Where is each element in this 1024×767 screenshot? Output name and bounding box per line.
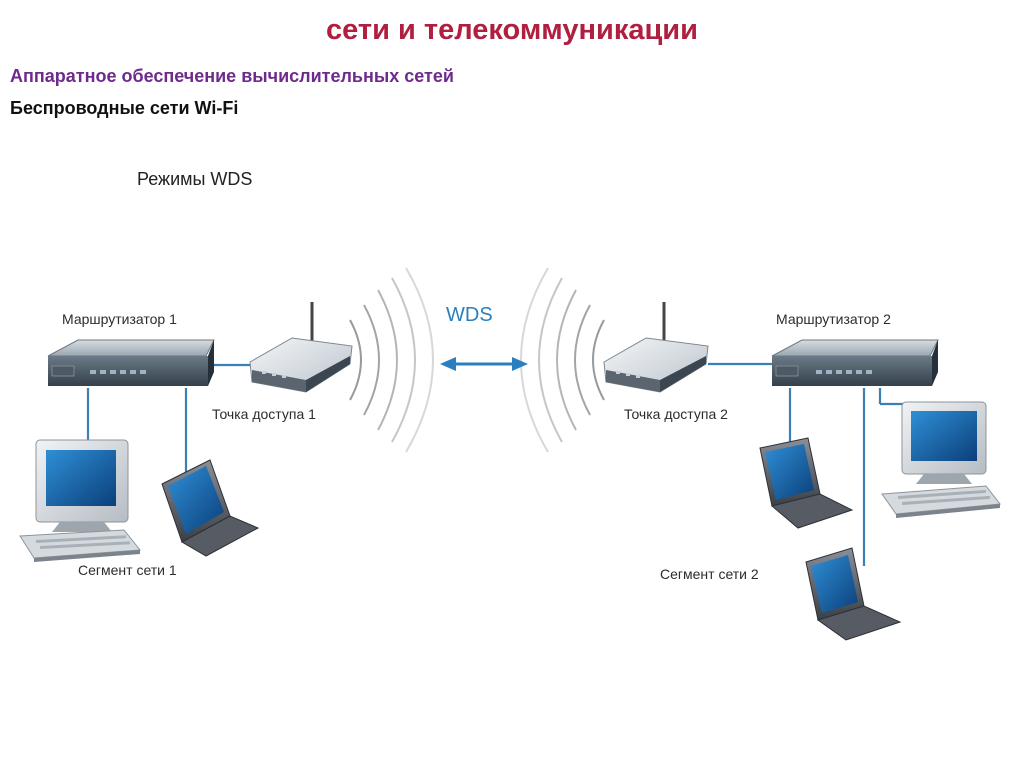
router-2-label: Маршрутизатор 2 xyxy=(776,311,891,327)
router-2 xyxy=(771,339,939,386)
desktop-pc-2 xyxy=(881,401,1001,518)
slide-title: сети и телекоммуникации xyxy=(326,14,698,46)
access-point-1 xyxy=(249,302,353,393)
laptop-1 xyxy=(161,459,260,557)
network-wires xyxy=(86,362,904,566)
laptop-2a xyxy=(759,437,854,529)
wds-modes-heading: Режимы WDS xyxy=(137,169,253,189)
desktop-pc-1 xyxy=(19,439,141,562)
access-point-2-label: Точка доступа 2 xyxy=(624,406,728,422)
router-1 xyxy=(47,339,215,386)
laptop-2b xyxy=(805,547,902,641)
slide-subtitle-wifi: Беспроводные сети Wi-Fi xyxy=(10,98,239,118)
radio-waves-right xyxy=(520,267,605,453)
radio-waves-left xyxy=(349,267,434,453)
segment-1-label: Сегмент сети 1 xyxy=(78,562,177,578)
router-1-label: Маршрутизатор 1 xyxy=(62,311,177,327)
wds-link-arrow xyxy=(440,357,528,371)
segment-2-label: Сегмент сети 2 xyxy=(660,566,759,582)
slide-subtitle: Аппаратное обеспечение вычислительных се… xyxy=(10,66,454,86)
access-point-1-label: Точка доступа 1 xyxy=(212,406,316,422)
access-point-2 xyxy=(603,302,709,393)
wds-link-label: WDS xyxy=(446,304,493,326)
